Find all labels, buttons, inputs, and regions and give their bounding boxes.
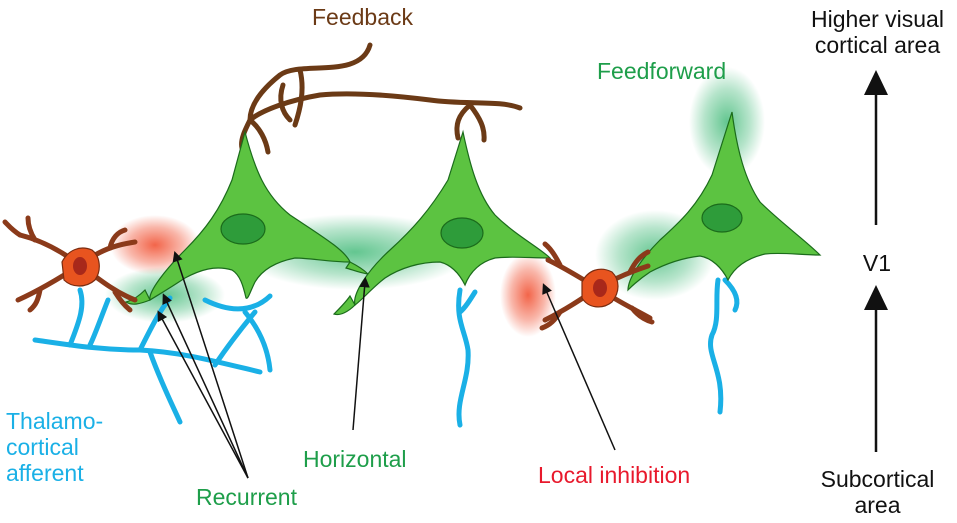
pyramidal-neuron-3 [627,111,822,292]
pyramidal-neuron-2 [332,129,552,316]
v1-label: V1 [862,250,892,276]
interneuron-right [539,241,655,331]
recurrent-pointer-2 [162,293,249,479]
higher-area-line1: Higher visual [811,6,944,32]
thalamo-line2: cortical [6,434,79,460]
recurrent-pointer-3 [157,310,249,479]
pyramidal-neuron-1 [124,129,370,305]
thalamocortical-label: Thalamo- cortical afferent [6,408,103,486]
hierarchy-arrows [864,70,888,452]
recurrent-label: Recurrent [196,484,297,510]
v1-to-higher-arrowhead [864,70,888,95]
subcortical-to-v1-arrowhead [864,285,888,310]
thalamo-line3: afferent [6,460,84,486]
higher-area-label: Higher visual cortical area [800,6,955,58]
horizontal-pointer [352,276,370,431]
subcortical-line2: area [854,492,901,518]
subcortical-label: Subcortical area [800,466,955,518]
thalamo-line1: Thalamo- [6,408,104,434]
thalamocortical-afferents [32,277,740,428]
pointer-lines [157,251,616,479]
inhibition-pointer [542,283,616,451]
feedforward-label: Feedforward [597,58,727,84]
feedback-label: Feedback [312,4,414,30]
higher-area-line2: cortical area [814,32,941,58]
horizontal-label: Horizontal [303,446,407,472]
recurrent-pointer-1 [172,251,249,479]
feedback-axon [239,42,523,155]
local-inhibition-glow [500,253,556,337]
local-inhibition-label: Local inhibition [538,462,691,488]
interneuron-left [2,215,138,313]
subcortical-line1: Subcortical [820,466,935,492]
feedforward-output-glow [689,67,765,177]
